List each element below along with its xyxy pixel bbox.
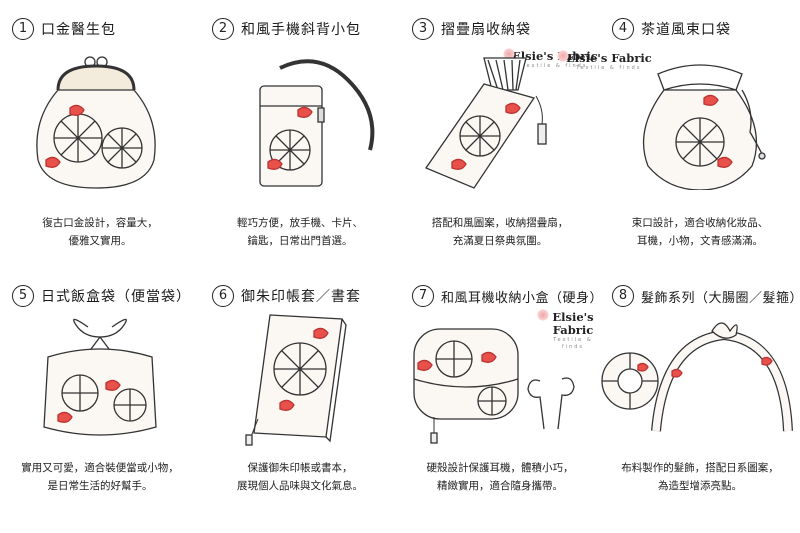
item-number: 2 [212,18,234,40]
item-description: 復古口金設計，容量大， 優雅又實用。 [42,217,158,247]
brand-dot-icon [557,50,569,62]
brand-dot-icon [537,309,549,321]
earphone-case-icon [404,319,588,449]
item-frame-purse: 1 口金醫生包 復古口金設計，容量大， 優雅又實用。 [0,0,200,266]
item-drawstring-bag: 4 茶道風束口袋 Elsie's Fabric Textile & finds … [557,0,800,266]
item-title: 7 和風耳機收納小盒（硬身） [412,285,603,307]
item-description: 搭配和風圖案，收納摺疊扇， 充滿夏日祭典氛圍。 [431,217,569,247]
item-name: 日式飯盒袋（便當袋） [41,289,191,305]
item-number: 4 [612,18,634,40]
bento-bag-icon [18,307,182,447]
item-description: 布料製作的髮飾，搭配日系圖案， 為造型增添亮點。 [621,462,779,492]
item-number: 1 [12,18,34,40]
drawstring-bag-icon [618,50,782,191]
brand-dot-icon [503,48,515,60]
item-hair-accessories: 8 髮飾系列（大腸圈／髮箍） 布料製作的髮飾，搭配日系圖案， 為造型增添亮點。 [600,267,800,533]
item-fan-pouch: 3 摺疊扇收納袋 Elsie's Fabric Textile & finds … [400,0,600,266]
item-number: 6 [212,285,234,307]
item-title: 3 摺疊扇收納袋 [412,18,531,40]
brand-logo: Elsie's Fabric Textile & finds [537,309,600,351]
item-title: 8 髮飾系列（大腸圈／髮箍） [612,285,800,307]
item-book-cover: 6 御朱印帳套／書套 保護御朱印帳或書本， 展現個人品味與文化氣息。 [200,267,400,533]
item-description: 輕巧方便，放手機、卡片、 鑰匙，日常出門首選。 [237,217,363,247]
item-phone-crossbody-bag: 2 和風手機斜背小包 輕巧方便，放手機、卡片、 鑰匙，日常出門首選。 [200,0,400,266]
item-title: 2 和風手機斜背小包 [212,18,361,40]
item-title: 5 日式飯盒袋（便當袋） [12,285,191,307]
item-number: 8 [612,285,634,307]
book-cover-icon [218,307,382,447]
item-name: 摺疊扇收納袋 [441,22,531,38]
item-number: 7 [412,285,434,307]
item-description: 硬殼設計保護耳機，體積小巧， 精緻實用，適合隨身攜帶。 [426,462,574,492]
item-bento-bag: 5 日式飯盒袋（便當袋） 實用又可愛，適合裝便當或小物， 是日常生活的好幫手。 [0,267,200,533]
item-description: 保護御朱印帳或書本， 展現個人品味與文化氣息。 [237,462,363,492]
item-title: 6 御朱印帳套／書套 [212,285,361,307]
item-name: 御朱印帳套／書套 [241,289,361,305]
item-earphone-case: 7 和風耳機收納小盒（硬身） Elsie's Fabric Textile & … [400,267,603,533]
item-description: 束口設計，適合收納化妝品、 耳機，小物，文青感滿滿。 [631,217,769,247]
item-title: 1 口金醫生包 [12,18,116,40]
item-title: 4 茶道風束口袋 [612,18,731,40]
item-number: 3 [412,18,434,40]
item-name: 和風手機斜背小包 [241,22,361,38]
item-name: 茶道風束口袋 [641,22,731,38]
brand-logo: Elsie's Fabric Textile & finds [557,50,652,72]
item-name: 髮飾系列（大腸圈／髮箍） [641,290,800,306]
frame-purse-icon [18,50,182,190]
item-name: 和風耳機收納小盒（硬身） [441,290,604,306]
item-name: 口金醫生包 [41,22,116,38]
brand-logo: Elsie's Fabric Textile & finds [503,48,598,70]
fan-pouch-icon [418,50,582,190]
item-description: 實用又可愛，適合裝便當或小物， 是日常生活的好幫手。 [21,462,179,492]
item-number: 5 [12,285,34,307]
hair-accessories-icon [594,311,794,451]
phone-crossbody-bag-icon [218,50,382,190]
